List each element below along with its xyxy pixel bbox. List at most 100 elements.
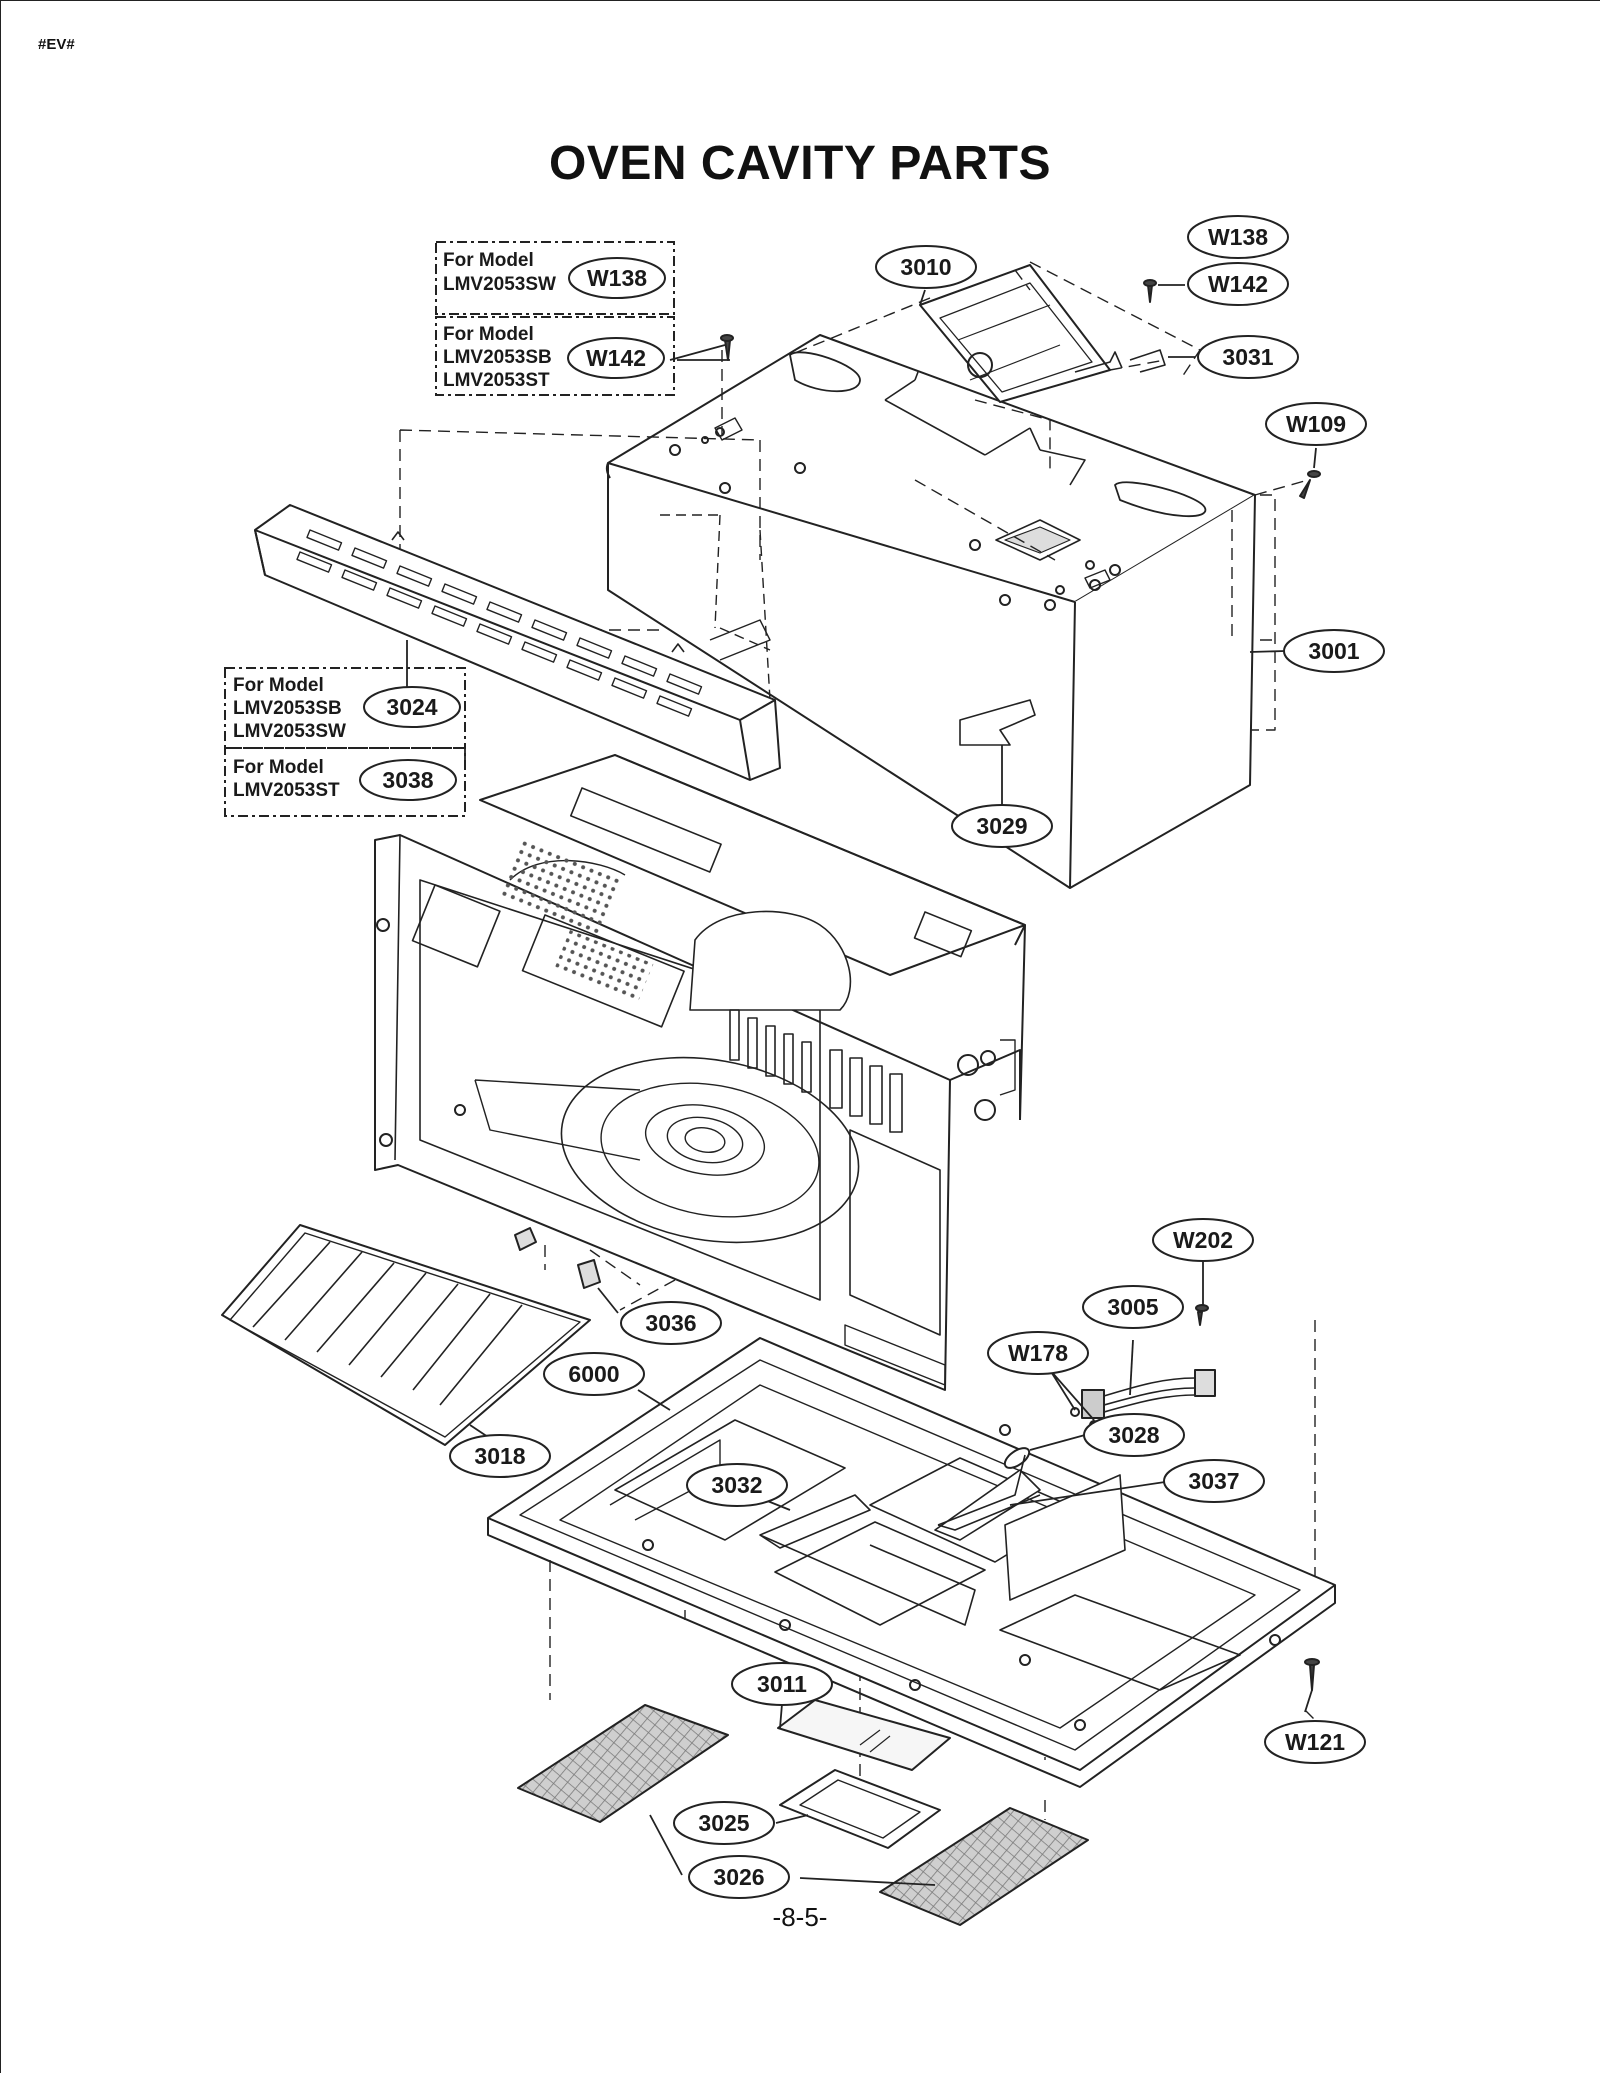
callout-3026: 3026 (688, 1855, 790, 1899)
model-note-model: LMV2053ST (233, 780, 340, 801)
callout-bubble (620, 1301, 722, 1345)
callout-3037: 3037 (1163, 1459, 1265, 1503)
callout-bubble (951, 804, 1053, 848)
lamp-assembly-drawing (937, 1447, 1041, 1531)
harness-drawing (1070, 1369, 1216, 1430)
callout-label: W138 (1208, 224, 1268, 250)
callout-6000: 6000 (543, 1352, 645, 1396)
callout-3010: 3010 (875, 245, 977, 289)
callout-bubble (673, 1801, 775, 1845)
callout-w178: W178 (987, 1331, 1089, 1375)
callout-bubble (1264, 1720, 1366, 1764)
lamp-cover-drawing (779, 1769, 941, 1849)
grease-filter-left-drawing (517, 1704, 729, 1823)
callout-label: W138 (587, 265, 647, 291)
callout-w142: W142 (1187, 262, 1289, 306)
callout-w121: W121 (1264, 1720, 1366, 1764)
callout-label: 6000 (568, 1361, 619, 1387)
callout-label: W109 (1286, 411, 1346, 437)
page-title: OVEN CAVITY PARTS (549, 137, 1051, 190)
callout-label: 3024 (386, 694, 437, 720)
callout-label: 3018 (474, 1443, 525, 1469)
callout-label: 3031 (1222, 344, 1273, 370)
callout-bubble (1187, 262, 1289, 306)
model-note-left-1: For Model LMV2053SB LMV2053SW 3024 (224, 667, 466, 749)
callout-bubble (1152, 1218, 1254, 1262)
callout-3018: 3018 (449, 1434, 551, 1478)
callout-bubble (987, 1331, 1089, 1375)
callout-bubble (1197, 335, 1299, 379)
callout-w138: W138 (1187, 215, 1289, 259)
callout-bubble (731, 1662, 833, 1706)
callout-3028: 3028 (1083, 1413, 1185, 1457)
callout-bubble (875, 245, 977, 289)
model-note-top-2: For Model LMV2053SB LMV2053ST W142 (435, 316, 675, 396)
callout-bubble (543, 1352, 645, 1396)
model-note-model: LMV2053SB (233, 698, 342, 719)
callout-label: W142 (1208, 271, 1268, 297)
model-note-heading: For Model (443, 324, 534, 345)
callout-3036: 3036 (620, 1301, 722, 1345)
model-note-model: LMV2053SB (443, 347, 552, 368)
callout-bubble (567, 337, 665, 379)
callout-label: W121 (1285, 1729, 1345, 1755)
callout-bubble (1187, 215, 1289, 259)
oven-cavity-drawing (374, 754, 1026, 1391)
callout-bubble (688, 1855, 790, 1899)
callout-3032: 3032 (686, 1463, 788, 1507)
callout-label: 3001 (1308, 638, 1359, 664)
callout-bubble (363, 686, 461, 728)
callout-bubble (568, 257, 666, 299)
callout-bubble (449, 1434, 551, 1478)
callout-label: 3010 (900, 254, 951, 280)
clip-3036-drawing (514, 1227, 601, 1289)
callout-3031: 3031 (1197, 335, 1299, 379)
model-note-heading: For Model (233, 675, 324, 696)
callout-label: W142 (586, 345, 646, 371)
callout-label: 3029 (976, 813, 1027, 839)
callout-w202: W202 (1152, 1218, 1254, 1262)
model-note-heading: For Model (233, 757, 324, 778)
callout-label: 3028 (1108, 1422, 1159, 1448)
callout-bubble (1283, 629, 1385, 673)
callout-label: 3037 (1188, 1468, 1239, 1494)
guide-lines (389, 261, 1316, 1840)
callout-label: 3036 (645, 1310, 696, 1336)
callout-w109: W109 (1265, 402, 1367, 446)
callout-label: 3005 (1107, 1294, 1158, 1320)
grease-filter-right-drawing (879, 1807, 1089, 1926)
callout-3025: 3025 (673, 1801, 775, 1845)
page-left-border (0, 0, 1, 2073)
callout-label: 3025 (698, 1810, 749, 1836)
glass-cover-drawing (777, 1699, 951, 1771)
callout-bubble (1265, 402, 1367, 446)
callout-3029: 3029 (951, 804, 1053, 848)
rack-drawing (221, 1224, 591, 1446)
callout-layer: 3010W138W1423031W10930013029W2023005W178… (449, 215, 1385, 1899)
outer-case-drawing (605, 334, 1256, 889)
model-note-model: LMV2053SW (443, 274, 556, 295)
callout-label: 3032 (711, 1472, 762, 1498)
callout-label: W202 (1173, 1227, 1233, 1253)
callout-label: 3026 (713, 1864, 764, 1890)
callout-bubble (1082, 1285, 1184, 1329)
callout-bubble (1163, 1459, 1265, 1503)
model-note-left-2: For Model LMV2053ST 3038 (224, 747, 466, 817)
callout-label: 3011 (757, 1671, 807, 1697)
model-note-heading: For Model (443, 250, 534, 271)
callout-label: W178 (1008, 1340, 1068, 1366)
callout-3005: 3005 (1082, 1285, 1184, 1329)
screw-drawings (720, 279, 1321, 1691)
page-number: -8-5- (772, 1902, 828, 1932)
callout-bubble (686, 1463, 788, 1507)
front-grille-drawing (254, 504, 781, 781)
base-plate-drawing (487, 1337, 1336, 1788)
model-note-model: LMV2053SW (233, 721, 346, 742)
model-note-model: LMV2053ST (443, 370, 550, 391)
callout-3011: 3011 (731, 1662, 833, 1706)
callout-bubble (359, 759, 457, 801)
document-tag: #EV# (38, 36, 75, 53)
leader-lines (406, 284, 1317, 1886)
